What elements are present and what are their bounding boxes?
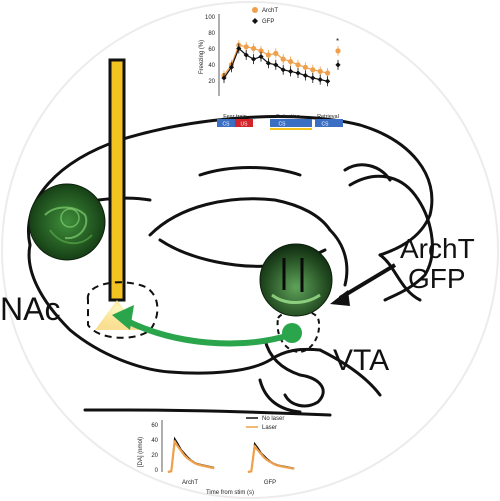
freezing-point	[258, 54, 264, 60]
nac-label: NAc	[0, 291, 60, 327]
cs-box-extinction	[270, 119, 312, 127]
freezing-point	[243, 52, 249, 58]
freezing-point	[317, 77, 323, 83]
freezing-chart: Freezing (%) 100 80 60 40 20 ArchT GFP *…	[199, 7, 343, 130]
legend-label-gfp: GFP	[262, 19, 274, 25]
cs-box-train	[217, 119, 235, 127]
freezing-point	[265, 52, 271, 58]
da-ytick: 40	[151, 438, 158, 444]
da-trace	[247, 443, 295, 474]
cs-box-text: CS	[223, 122, 231, 128]
freezing-series-group	[221, 40, 341, 87]
freezing-point	[221, 75, 227, 81]
projection-arrow	[123, 317, 291, 347]
legend-marker-gfp	[252, 18, 258, 24]
fiber-shaft	[108, 58, 126, 302]
freezing-point	[258, 48, 264, 54]
us-box-train	[235, 119, 253, 127]
legend-marker-archt	[252, 7, 258, 13]
pointer-arrow	[338, 263, 397, 300]
cs-box-text: CS	[322, 122, 330, 128]
freezing-point	[335, 62, 341, 68]
freezing-point	[295, 70, 301, 76]
freezing-point	[251, 56, 257, 62]
freezing-point	[265, 60, 271, 66]
da-chart: [DA] (nmol) 60 40 20 0 ArchT GFP Time fr…	[138, 416, 295, 496]
legend-label-no-laser: No laser	[262, 416, 284, 422]
significance-star: *	[336, 37, 339, 46]
da-ytick: 60	[151, 423, 158, 429]
vta-fluorescence-image	[259, 243, 333, 317]
pointer-arrowhead	[330, 290, 350, 306]
us-box-text: US	[241, 122, 249, 128]
freezing-point	[280, 56, 286, 62]
nac-region	[86, 281, 159, 339]
legend-label-archt: ArchT	[262, 8, 278, 14]
freezing-point	[302, 72, 308, 79]
freezing-ytick: 40	[208, 63, 215, 69]
da-panel-label-gfp: GFP	[264, 480, 276, 486]
extinction-laser-bar	[270, 128, 312, 130]
cs-box-text: CS	[279, 122, 287, 128]
opsin-label-line2: GFP	[408, 263, 466, 294]
freezing-point	[325, 78, 331, 84]
freezing-ytick: 80	[208, 31, 215, 37]
phase-label-extinction: Extinction	[276, 114, 300, 120]
phase-label-retrieval: Retrieval	[317, 114, 339, 120]
freezing-point	[288, 58, 294, 65]
nac-fluorescence-image	[28, 183, 106, 261]
freezing-point	[236, 45, 242, 52]
freezing-point	[243, 44, 249, 50]
da-ylabel: [DA] (nmol)	[138, 437, 144, 467]
freezing-point	[317, 68, 323, 74]
freezing-point	[310, 67, 316, 73]
freezing-ytick: 100	[205, 15, 216, 21]
arrowhead	[112, 305, 134, 330]
da-series-group	[167, 436, 295, 474]
vta-cell-bodies	[282, 323, 302, 343]
freezing-point	[273, 50, 279, 56]
da-xlabel: Time from stim (s)	[206, 490, 254, 496]
freezing-ylabel: Freezing (%)	[199, 40, 205, 74]
vta-label: VTA	[333, 344, 389, 377]
da-ytick: 0	[155, 468, 159, 474]
freezing-point	[295, 62, 301, 68]
legend-label-laser: Laser	[262, 425, 277, 431]
da-trace	[167, 439, 215, 474]
freezing-point	[251, 45, 257, 52]
da-ytick: 20	[151, 453, 158, 459]
cs-box-retrieval	[315, 119, 343, 127]
freezing-point	[335, 48, 341, 54]
brain-sagittal-outline	[27, 115, 434, 417]
da-panel-label-archt: ArchT	[182, 480, 198, 486]
freezing-ytick: 20	[208, 79, 215, 85]
phase-label-fear-train: Fear train	[223, 114, 247, 120]
freezing-ytick: 60	[208, 47, 215, 53]
freezing-point	[280, 67, 286, 73]
opsin-label-line1: ArchT	[400, 233, 475, 264]
freezing-point	[288, 68, 294, 74]
freezing-point	[273, 62, 279, 68]
freezing-point	[325, 70, 331, 76]
freezing-point	[302, 64, 308, 70]
freezing-point	[310, 75, 316, 81]
freezing-point	[228, 64, 234, 70]
